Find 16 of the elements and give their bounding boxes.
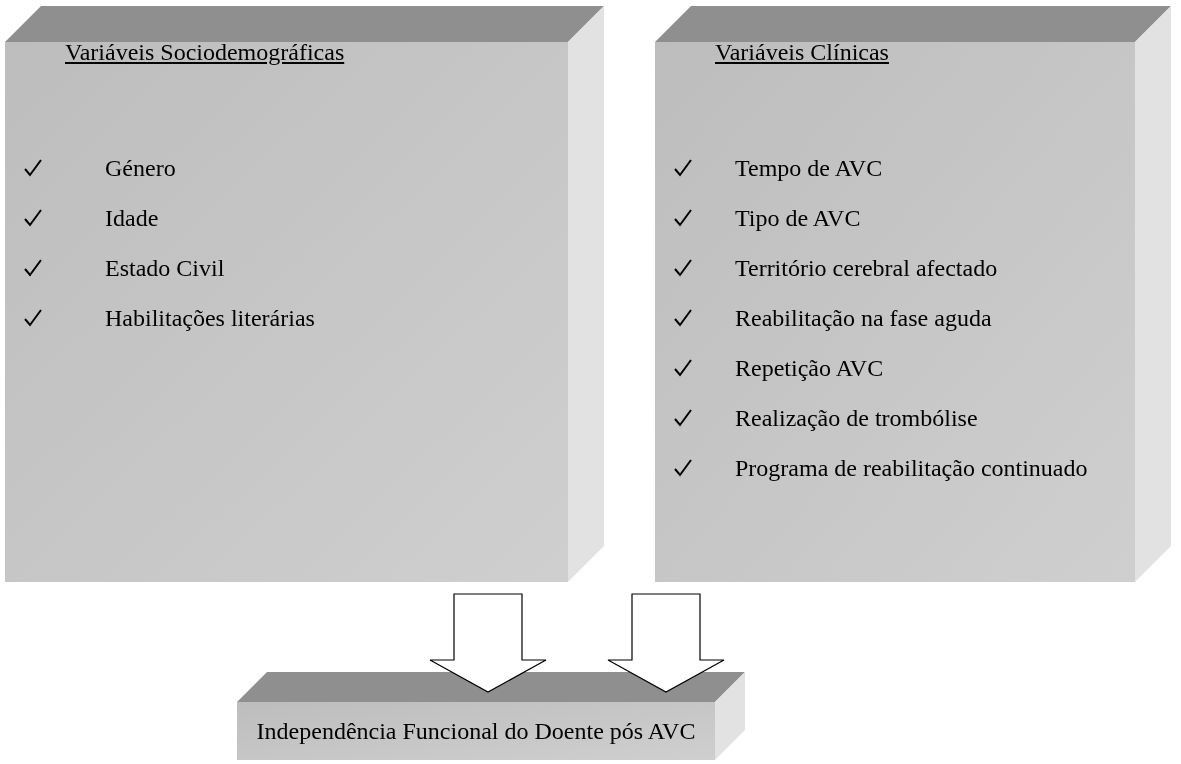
section-heading: Variáveis Clínicas bbox=[715, 38, 889, 67]
list-item: Tempo de AVC bbox=[735, 154, 884, 183]
list-item: Realização de trombólise bbox=[735, 404, 979, 433]
list-item: Tipo de AVC bbox=[735, 204, 862, 233]
list-item: Reabilitação na fase aguda bbox=[735, 304, 993, 333]
list-item: Habilitações literárias bbox=[105, 304, 316, 333]
box-label: Independência Funcional do Doente pós AVC bbox=[255, 717, 697, 745]
list-item: Género bbox=[105, 154, 177, 183]
list-item: Território cerebral afectado bbox=[735, 254, 999, 283]
list-item: Programa de reabilitação continuado bbox=[735, 454, 1089, 483]
list-item: Repetição AVC bbox=[735, 354, 885, 383]
block-arrow bbox=[429, 593, 547, 693]
block-arrow bbox=[607, 593, 725, 693]
list-item: Idade bbox=[105, 204, 160, 233]
list-item: Estado Civil bbox=[105, 254, 226, 283]
section-heading: Variáveis Sociodemográficas bbox=[65, 38, 345, 67]
